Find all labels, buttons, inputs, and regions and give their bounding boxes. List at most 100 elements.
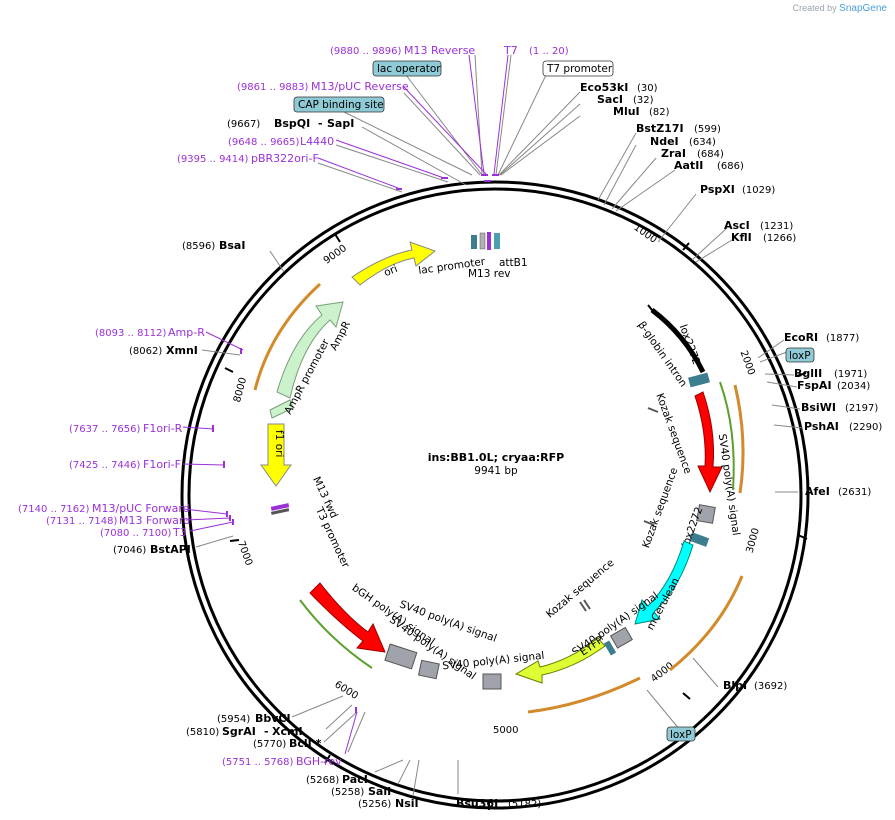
tick-4000: 4000 <box>649 661 691 700</box>
svg-text:f1 ori: f1 ori <box>273 430 285 457</box>
site-bcli[interactable]: (5770) BclI * <box>253 737 322 750</box>
svg-text:CAP binding site: CAP binding site <box>298 99 384 111</box>
svg-text:XmnI: XmnI <box>166 344 198 357</box>
site-mlui[interactable]: MluI (82) <box>613 105 670 118</box>
site-fspai[interactable]: FspAI (2034) <box>797 379 870 392</box>
site-bstz17i[interactable]: BstZ17I (599) <box>636 122 721 135</box>
lac-operator-label[interactable]: lac operator <box>372 60 442 77</box>
svg-text:AscI: AscI <box>724 219 750 232</box>
svg-text:(5256): (5256) <box>358 799 391 810</box>
site-pshai[interactable]: PshAI (2290) <box>804 420 882 433</box>
primer-f1ori-f[interactable]: (7425 .. 7446) F1ori-F <box>69 458 181 471</box>
primer-m13-reverse[interactable]: (9880 .. 9896) M13 Reverse <box>330 44 475 57</box>
svg-text:(8062): (8062) <box>129 346 162 357</box>
svg-text:AmpR: AmpR <box>328 319 353 352</box>
svg-text:(1231): (1231) <box>760 221 793 232</box>
site-afei[interactable]: AfeI (2631) <box>805 485 871 498</box>
svg-text:Amp-R: Amp-R <box>168 326 205 339</box>
cap-binding-site-label[interactable]: CAP binding site <box>293 96 385 113</box>
mcerulean-feature[interactable]: mCerulean <box>634 540 694 632</box>
svg-text:SapI: SapI <box>327 117 354 130</box>
primer-m13-puc-forward[interactable]: (7140 .. 7162) M13/pUC Forward <box>18 502 190 515</box>
attb1-label: attB1 <box>499 257 528 269</box>
svg-text:NdeI: NdeI <box>650 135 679 148</box>
m13-rev-label: M13 rev <box>468 268 511 280</box>
svg-text:BglII: BglII <box>794 367 822 380</box>
svg-text:(7046): (7046) <box>113 545 146 556</box>
primer-m13-puc-reverse[interactable]: (9861 .. 9883) M13/pUC Reverse <box>237 80 409 93</box>
primer-marks <box>212 174 499 713</box>
primer-f1ori-r[interactable]: (7637 .. 7656) F1ori-R <box>69 422 183 435</box>
site-pspxi[interactable]: PspXI (1029) <box>700 183 775 196</box>
svg-text:Kozak sequence: Kozak sequence <box>653 392 693 476</box>
svg-text:F1ori-F: F1ori-F <box>143 458 181 471</box>
snapgene-logo: SnapGene <box>839 3 887 14</box>
svg-text:(9667): (9667) <box>227 119 260 130</box>
site-eco53ki[interactable]: Eco53kI (30) <box>580 81 658 94</box>
site-sgrai-xcmi[interactable]: (5810) SgrAI - XcmI <box>186 725 303 738</box>
f1-ori-feature[interactable]: f1 ori <box>260 423 292 487</box>
primer-l4440[interactable]: (9648 .. 9665) L4440 <box>228 135 334 148</box>
site-saci[interactable]: SacI (32) <box>597 93 654 106</box>
svg-text:lac operator: lac operator <box>377 63 441 75</box>
site-ndei[interactable]: NdeI (634) <box>650 135 716 148</box>
svg-text:L4440: L4440 <box>300 135 334 148</box>
tick-5000: 5000 <box>488 725 518 810</box>
svg-text:BspQI: BspQI <box>274 117 310 130</box>
svg-text:(684): (684) <box>697 149 724 160</box>
site-kfli[interactable]: KflI (1266) <box>731 231 796 244</box>
site-bsiwi[interactable]: BsiWI (2197) <box>801 401 878 414</box>
site-xmni[interactable]: (8062) XmnI <box>129 344 198 357</box>
primer-amp-r[interactable]: (8093 .. 8112) Amp-R <box>95 326 205 339</box>
site-bspqi-sapi[interactable]: (9667) BspQI - SapI <box>227 117 354 130</box>
loxp-label-lower[interactable]: loxP <box>666 726 696 742</box>
svg-text:(8596): (8596) <box>182 241 215 252</box>
site-sali[interactable]: (5258) SalI <box>331 785 391 798</box>
site-bbvci[interactable]: (5954) BbvCI <box>217 712 291 725</box>
svg-text:(2197): (2197) <box>845 403 878 414</box>
svg-text:2000: 2000 <box>738 349 757 377</box>
site-asci[interactable]: AscI (1231) <box>724 219 793 232</box>
primer-bgh-rev[interactable]: (5751 .. 5768) BGH-rev <box>222 755 342 768</box>
svg-text:(5810): (5810) <box>186 727 219 738</box>
site-bsai[interactable]: (8596) BsaI <box>182 239 245 252</box>
site-zrai[interactable]: ZraI (684) <box>661 147 724 160</box>
site-nsii[interactable]: (5256) NsiI <box>358 797 419 810</box>
svg-text:(7080 .. 7100): (7080 .. 7100) <box>100 528 172 539</box>
site-blpi[interactable]: BlpI (3692) <box>723 679 787 692</box>
primer-m13-forward[interactable]: (7131 .. 7148) M13 Forward <box>46 514 190 527</box>
primer-t3[interactable]: (7080 .. 7100) T3 <box>100 526 187 539</box>
svg-text:XcmI: XcmI <box>272 725 303 738</box>
primer-t7[interactable]: T7 (1 .. 20) <box>503 44 569 57</box>
svg-text:MluI: MluI <box>613 105 640 118</box>
svg-text:PshAI: PshAI <box>804 420 839 433</box>
ampr-feature[interactable]: AmpR AmpR promoter <box>269 301 353 419</box>
svg-text:(9861 .. 9883): (9861 .. 9883) <box>237 82 309 93</box>
site-aatii[interactable]: AatII (686) <box>674 159 744 172</box>
sv40-polya-right[interactable]: SV40 poly(A) signal <box>696 433 742 536</box>
svg-text:T7: T7 <box>503 44 518 57</box>
ori-feature[interactable]: ori <box>351 241 437 286</box>
svg-text:AatII: AatII <box>674 159 703 172</box>
svg-text:(1 .. 20): (1 .. 20) <box>529 46 569 57</box>
svg-text:(8093 .. 8112): (8093 .. 8112) <box>95 328 167 339</box>
svg-text:KflI: KflI <box>731 231 752 244</box>
loxp-label-upper[interactable]: loxP <box>785 347 815 363</box>
svg-text:BstAPI: BstAPI <box>150 543 191 556</box>
svg-text:(2034): (2034) <box>837 381 870 392</box>
site-bstapi[interactable]: (7046) BstAPI <box>113 543 191 556</box>
site-ecori[interactable]: EcoRI (1877) <box>784 331 859 344</box>
site-bglii[interactable]: BglII (1971) <box>794 367 867 380</box>
svg-text:(7425 .. 7446): (7425 .. 7446) <box>69 460 141 471</box>
site-bsu36i[interactable]: Bsu36I (5182) <box>456 797 541 810</box>
svg-text:Eco53kI: Eco53kI <box>580 81 628 94</box>
primer-pbr322ori-f[interactable]: (9395 .. 9414) pBR322ori-F <box>177 152 319 165</box>
svg-text:EcoRI: EcoRI <box>784 331 818 344</box>
svg-text:M13 Reverse: M13 Reverse <box>404 44 475 57</box>
svg-text:T3: T3 <box>172 526 187 539</box>
t7-promoter-label[interactable]: T7 promoter <box>542 60 614 77</box>
t3-promoter-feature[interactable]: M13 fwd T3 promoter <box>270 475 352 571</box>
svg-text:(634): (634) <box>689 137 716 148</box>
site-paci[interactable]: (5268) PacI <box>306 773 368 786</box>
